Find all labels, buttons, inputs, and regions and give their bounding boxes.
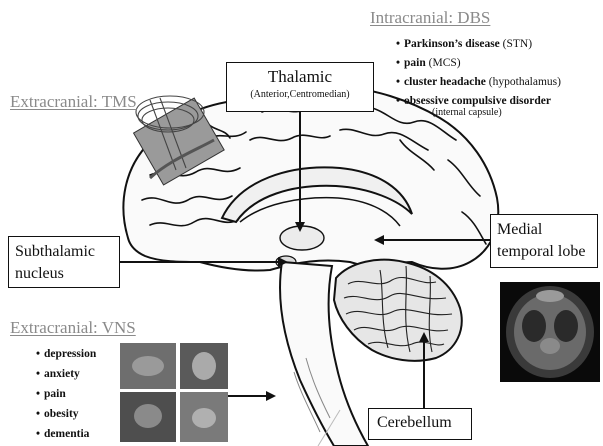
list-item: •dementia [36,424,96,444]
list-item: •anxiety [36,364,96,384]
medial-line1: Medial [497,219,597,241]
vns-indications-list: •depression •anxiety •pain •obesity •dem… [36,344,96,444]
list-item: •depression [36,344,96,364]
medial-line2: temporal lobe [497,241,597,263]
dbs-indications-list: •Parkinson’s disease (STN) •pain (MCS) •… [396,35,561,118]
list-item: •obsessive compulsive disorder(internal … [396,92,561,118]
list-item: •cluster headache (hypothalamus) [396,73,561,92]
extracranial-vns-heading: Extracranial: VNS [10,318,136,338]
mri-scan-image [500,282,600,382]
intracranial-dbs-heading: Intracranial: DBS [370,8,490,28]
thalamic-label-box: Thalamic (Anterior,Centromedian) [226,62,374,112]
medial-temporal-label-box: Medial temporal lobe [490,214,598,268]
thalamic-title: Thalamic [227,67,373,87]
list-item: •pain (MCS) [396,54,561,73]
list-item: •Parkinson’s disease (STN) [396,35,561,54]
subthalamic-line2: nucleus [15,263,119,285]
thalamus-region [280,226,324,250]
subthalamic-line1: Subthalamic [15,241,119,263]
vns-photos [120,343,228,442]
subthalamic-label-box: Subthalamic nucleus [8,236,120,288]
cerebellum-label-box: Cerebellum [368,408,472,440]
thalamic-subtitle: (Anterior,Centromedian) [227,89,373,100]
list-item: •obesity [36,404,96,424]
list-item: •pain [36,384,96,404]
extracranial-tms-heading: Extracranial: TMS [10,92,137,112]
